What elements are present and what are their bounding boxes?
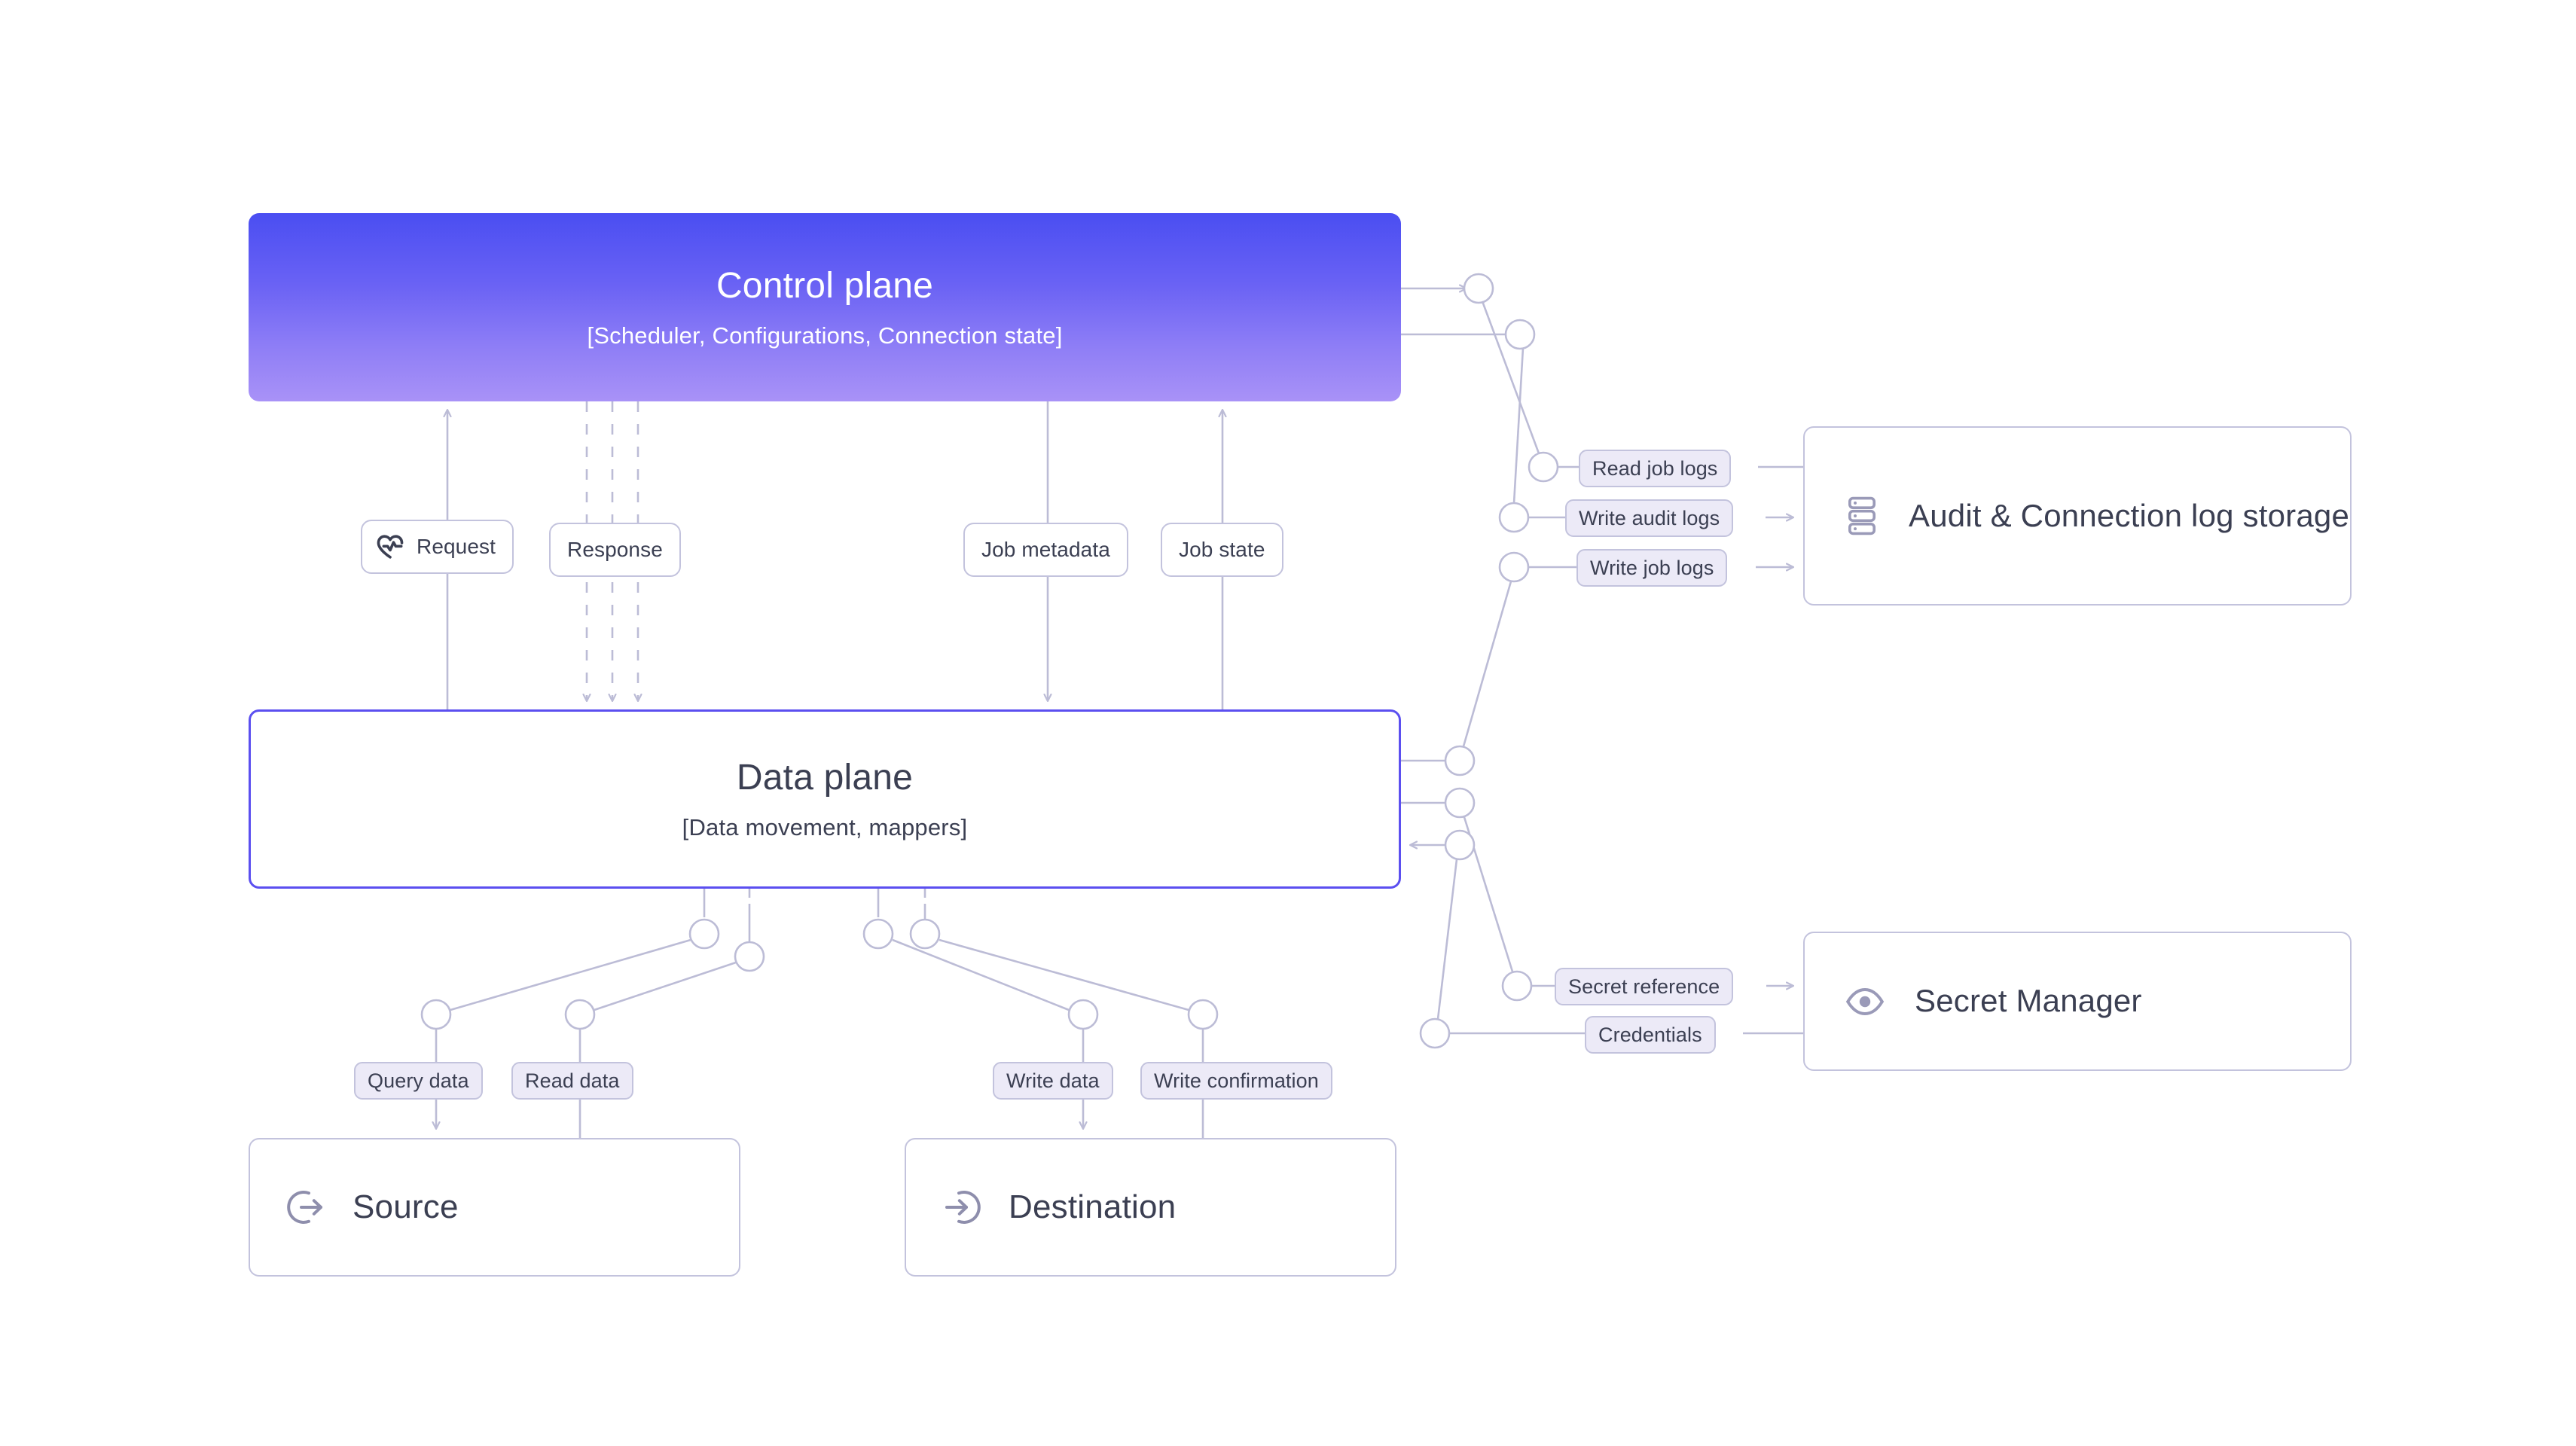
data-plane-title: Data plane [736,758,914,798]
database-icon [1845,496,1879,536]
edge-label-request[interactable]: Request [361,520,514,574]
edge-label-query-data-text: Query data [368,1069,469,1092]
edge-label-read-data-text: Read data [525,1069,620,1092]
control-plane-box[interactable]: Control plane [Scheduler, Configurations… [249,213,1401,401]
edge-label-job-state-text: Job state [1179,538,1265,561]
edge-label-write-data[interactable]: Write data [993,1062,1113,1100]
edge-label-read-job-logs[interactable]: Read job logs [1579,450,1732,487]
edge-label-job-state[interactable]: Job state [1161,523,1283,577]
audit-log-storage-card[interactable]: Audit & Connection log storage [1803,426,2352,606]
destination-card[interactable]: Destination [905,1138,1396,1277]
secret-manager-card[interactable]: Secret Manager [1803,932,2352,1071]
edge-label-write-confirmation-text: Write confirmation [1154,1069,1319,1092]
data-plane-box[interactable]: Data plane [Data movement, mappers] [249,709,1401,889]
arrow-in-circle-icon [942,1188,981,1227]
edge-label-job-metadata[interactable]: Job metadata [963,523,1128,577]
source-label: Source [353,1188,459,1225]
edge-label-write-job-logs[interactable]: Write job logs [1576,549,1728,587]
edge-label-request-text: Request [417,535,496,558]
edge-label-read-data[interactable]: Read data [511,1062,633,1100]
data-plane-subtitle: [Data movement, mappers] [682,813,968,840]
edge-label-read-job-logs-text: Read job logs [1592,456,1718,480]
edge-label-credentials[interactable]: Credentials [1585,1016,1716,1054]
edge-label-response[interactable]: Response [549,523,681,577]
edge-label-job-metadata-text: Job metadata [981,538,1110,561]
destination-label: Destination [1009,1188,1177,1225]
source-card[interactable]: Source [249,1138,740,1277]
edge-label-credentials-text: Credentials [1598,1023,1702,1046]
edge-label-query-data[interactable]: Query data [354,1062,483,1100]
secret-manager-label: Secret Manager [1915,983,2142,1019]
edge-label-response-text: Response [567,538,663,561]
edge-label-secret-reference[interactable]: Secret reference [1555,968,1734,1005]
control-plane-subtitle: [Scheduler, Configurations, Connection s… [587,322,1063,349]
audit-card-label: Audit & Connection log storage [1909,497,2350,533]
control-plane-title: Control plane [716,266,934,307]
edge-label-write-confirmation[interactable]: Write confirmation [1140,1062,1332,1100]
heart-pulse-icon [376,533,404,560]
edge-label-write-job-logs-text: Write job logs [1590,556,1714,579]
eye-icon [1845,987,1885,1017]
edge-label-secret-reference-text: Secret reference [1568,975,1720,998]
edge-label-write-audit-logs-text: Write audit logs [1579,506,1720,529]
edge-label-write-data-text: Write data [1006,1069,1100,1092]
edge-label-write-audit-logs[interactable]: Write audit logs [1565,499,1734,537]
arrow-out-circle-icon [286,1188,325,1227]
